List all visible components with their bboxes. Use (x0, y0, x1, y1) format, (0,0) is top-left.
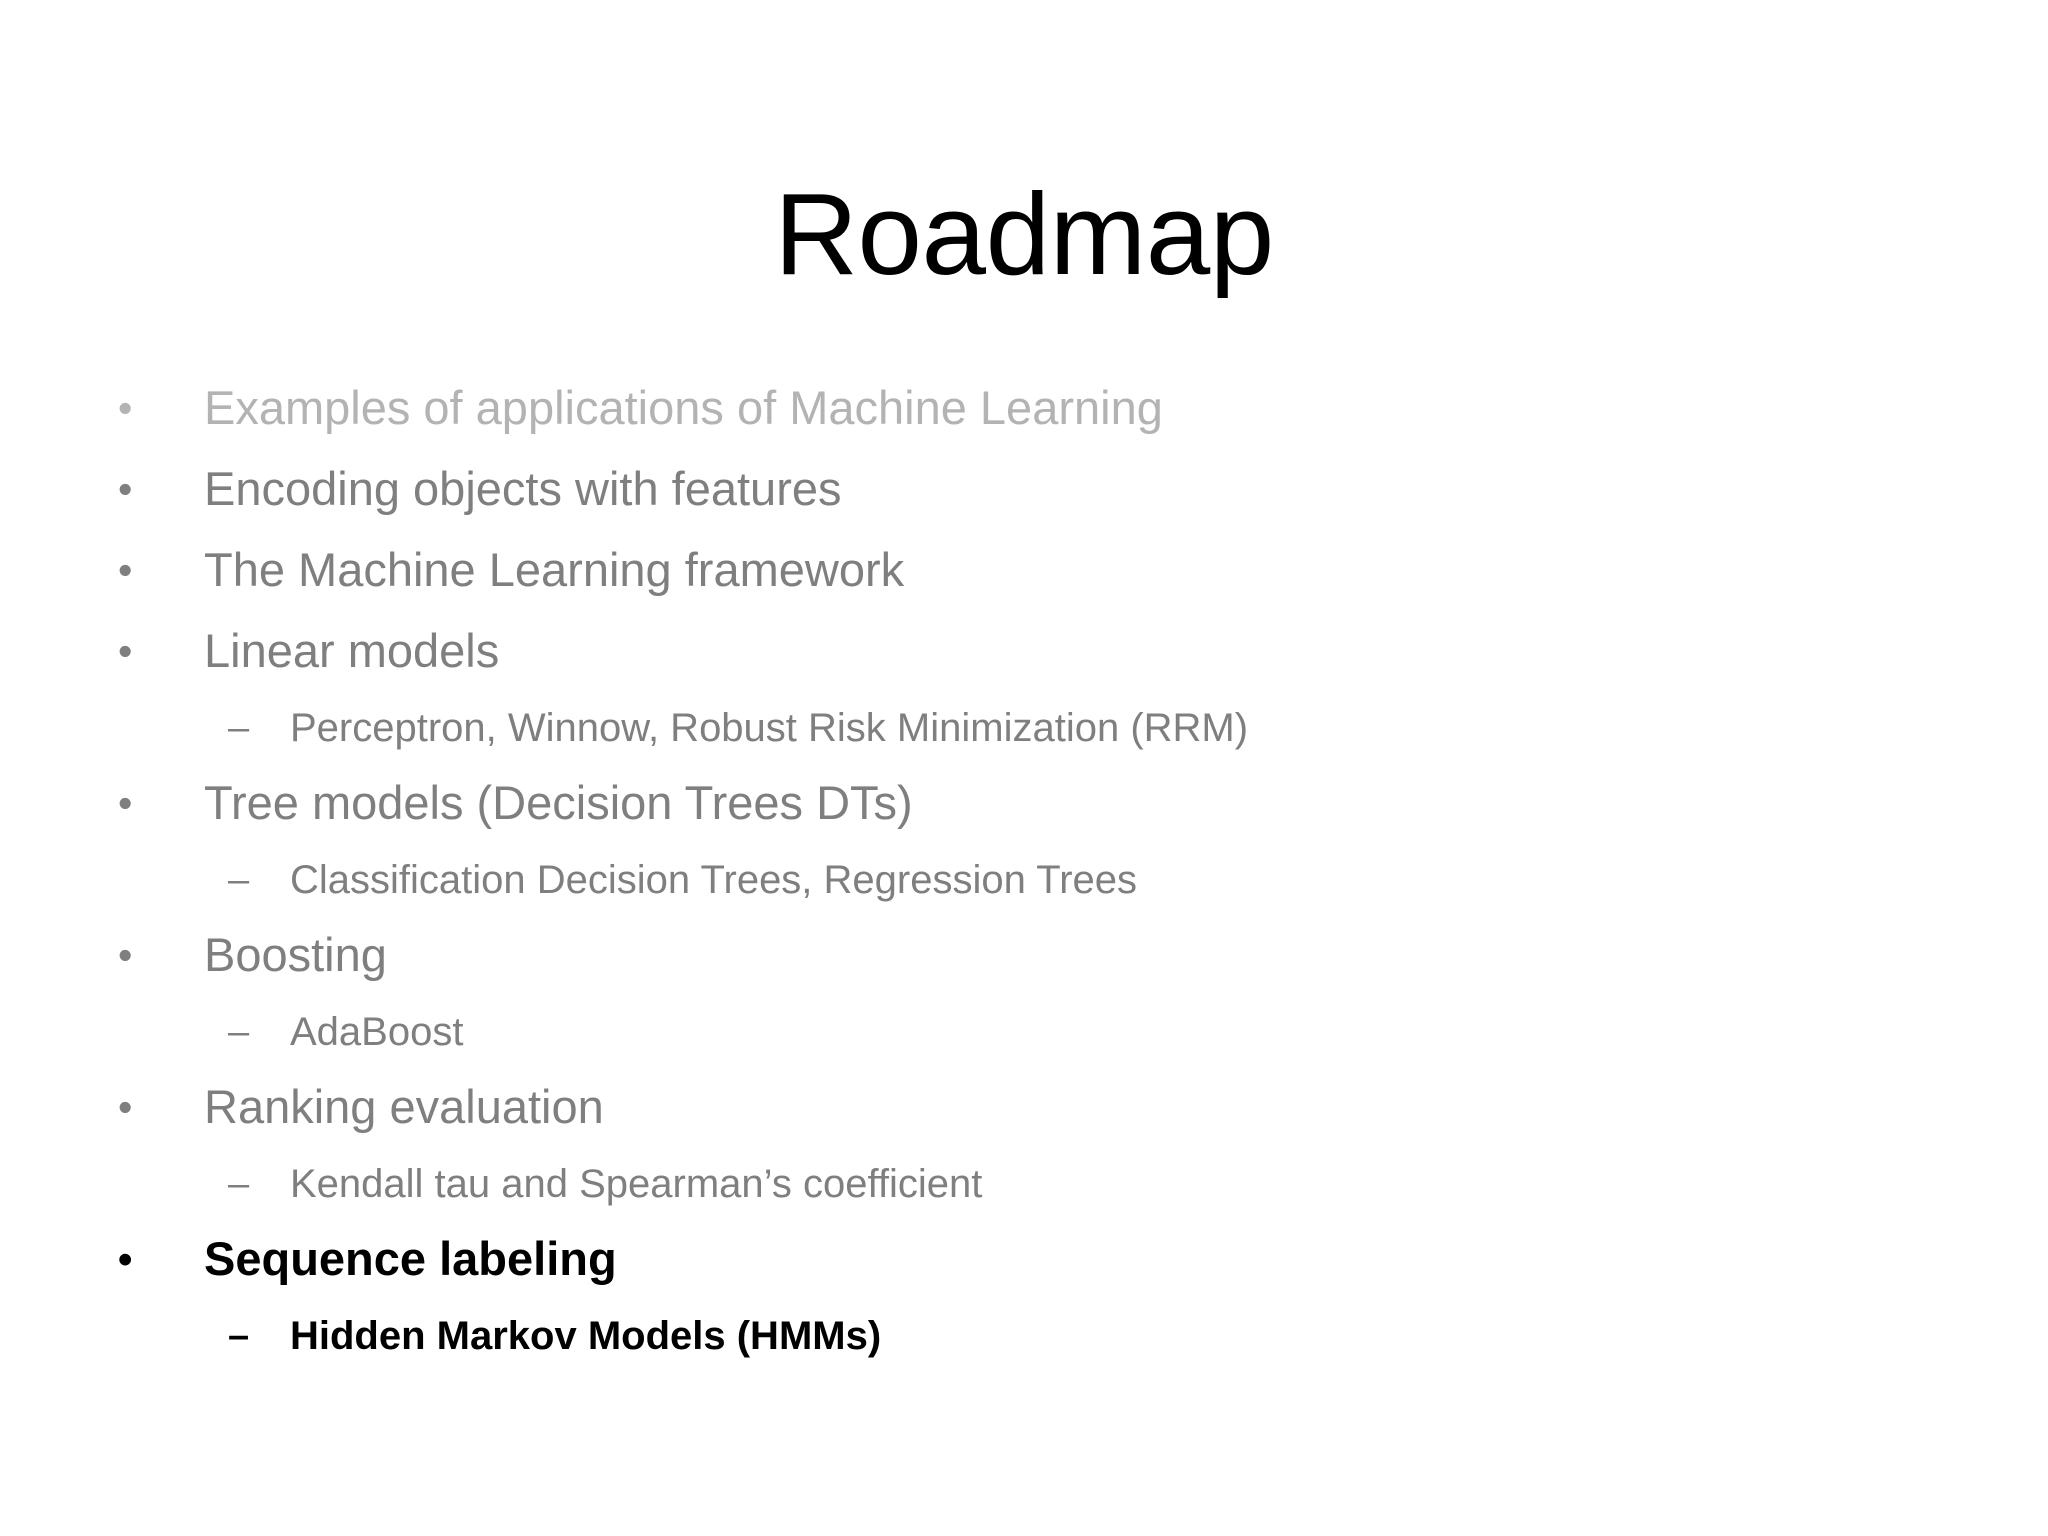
bullet-item: • Tree models (Decision Trees DTs) (118, 767, 1948, 847)
bullet-label: Perceptron, Winnow, Robust Risk Minimiza… (290, 706, 1249, 750)
bullet-label: Tree models (Decision Trees DTs) (204, 776, 913, 829)
bullet-list: • Examples of applications of Machine Lea… (118, 372, 1948, 1375)
bullet-dot-icon: • (118, 466, 133, 512)
sub-bullet-item: –Kendall tau and Spearman’s coefficient (118, 1152, 1948, 1222)
bullet-dot-icon: • (118, 932, 133, 978)
bullet-item: • Linear models (118, 615, 1948, 695)
bullet-dot-icon: • (118, 385, 133, 431)
bullet-label: Examples of applications of Machine Lear… (204, 381, 1163, 434)
bullet-label: Ranking evaluation (204, 1080, 604, 1133)
bullet-dot-icon: • (118, 628, 133, 674)
bullet-item: • Sequence labeling (118, 1223, 1948, 1303)
bullet-dot-icon: • (118, 1236, 133, 1282)
bullet-label: Sequence labeling (204, 1232, 617, 1285)
bullet-label: Boosting (204, 928, 387, 981)
bullet-label: Linear models (204, 624, 500, 677)
bullet-dot-icon: • (118, 780, 133, 826)
bullet-dash-icon: – (228, 1011, 250, 1053)
bullet-dash-icon: – (228, 707, 250, 749)
sub-bullet-item: –Perceptron, Winnow, Robust Risk Minimiz… (118, 696, 1948, 766)
bullet-label: Classification Decision Trees, Regressio… (290, 858, 1138, 902)
bullet-label: Kendall tau and Spearman’s coefficient (290, 1162, 983, 1206)
sub-bullet-item: –Classification Decision Trees, Regressi… (118, 848, 1948, 918)
bullet-dash-icon: – (228, 1163, 250, 1205)
bullet-label: AdaBoost (290, 1010, 464, 1054)
bullet-item: • Encoding objects with features (118, 453, 1948, 533)
bullet-dot-icon: • (118, 1084, 133, 1130)
bullet-item: • The Machine Learning framework (118, 534, 1948, 614)
bullet-label: Encoding objects with features (204, 462, 842, 515)
bullet-item: • Ranking evaluation (118, 1071, 1948, 1151)
bullet-item: • Boosting (118, 919, 1948, 999)
bullet-label: The Machine Learning framework (204, 543, 905, 596)
slide-title-block: Roadmap (0, 96, 2048, 373)
bullet-dash-icon: – (228, 859, 250, 901)
sub-bullet-item: –AdaBoost (118, 1000, 1948, 1070)
bullet-label: Hidden Markov Models (HMMs) (290, 1314, 882, 1358)
page-title: Roadmap (774, 168, 1274, 299)
bullet-dash-icon: – (228, 1315, 250, 1357)
bullet-dot-icon: • (118, 547, 133, 593)
bullet-item: • Examples of applications of Machine Lea… (118, 372, 1948, 452)
sub-bullet-item: –Hidden Markov Models (HMMs) (118, 1304, 1948, 1374)
